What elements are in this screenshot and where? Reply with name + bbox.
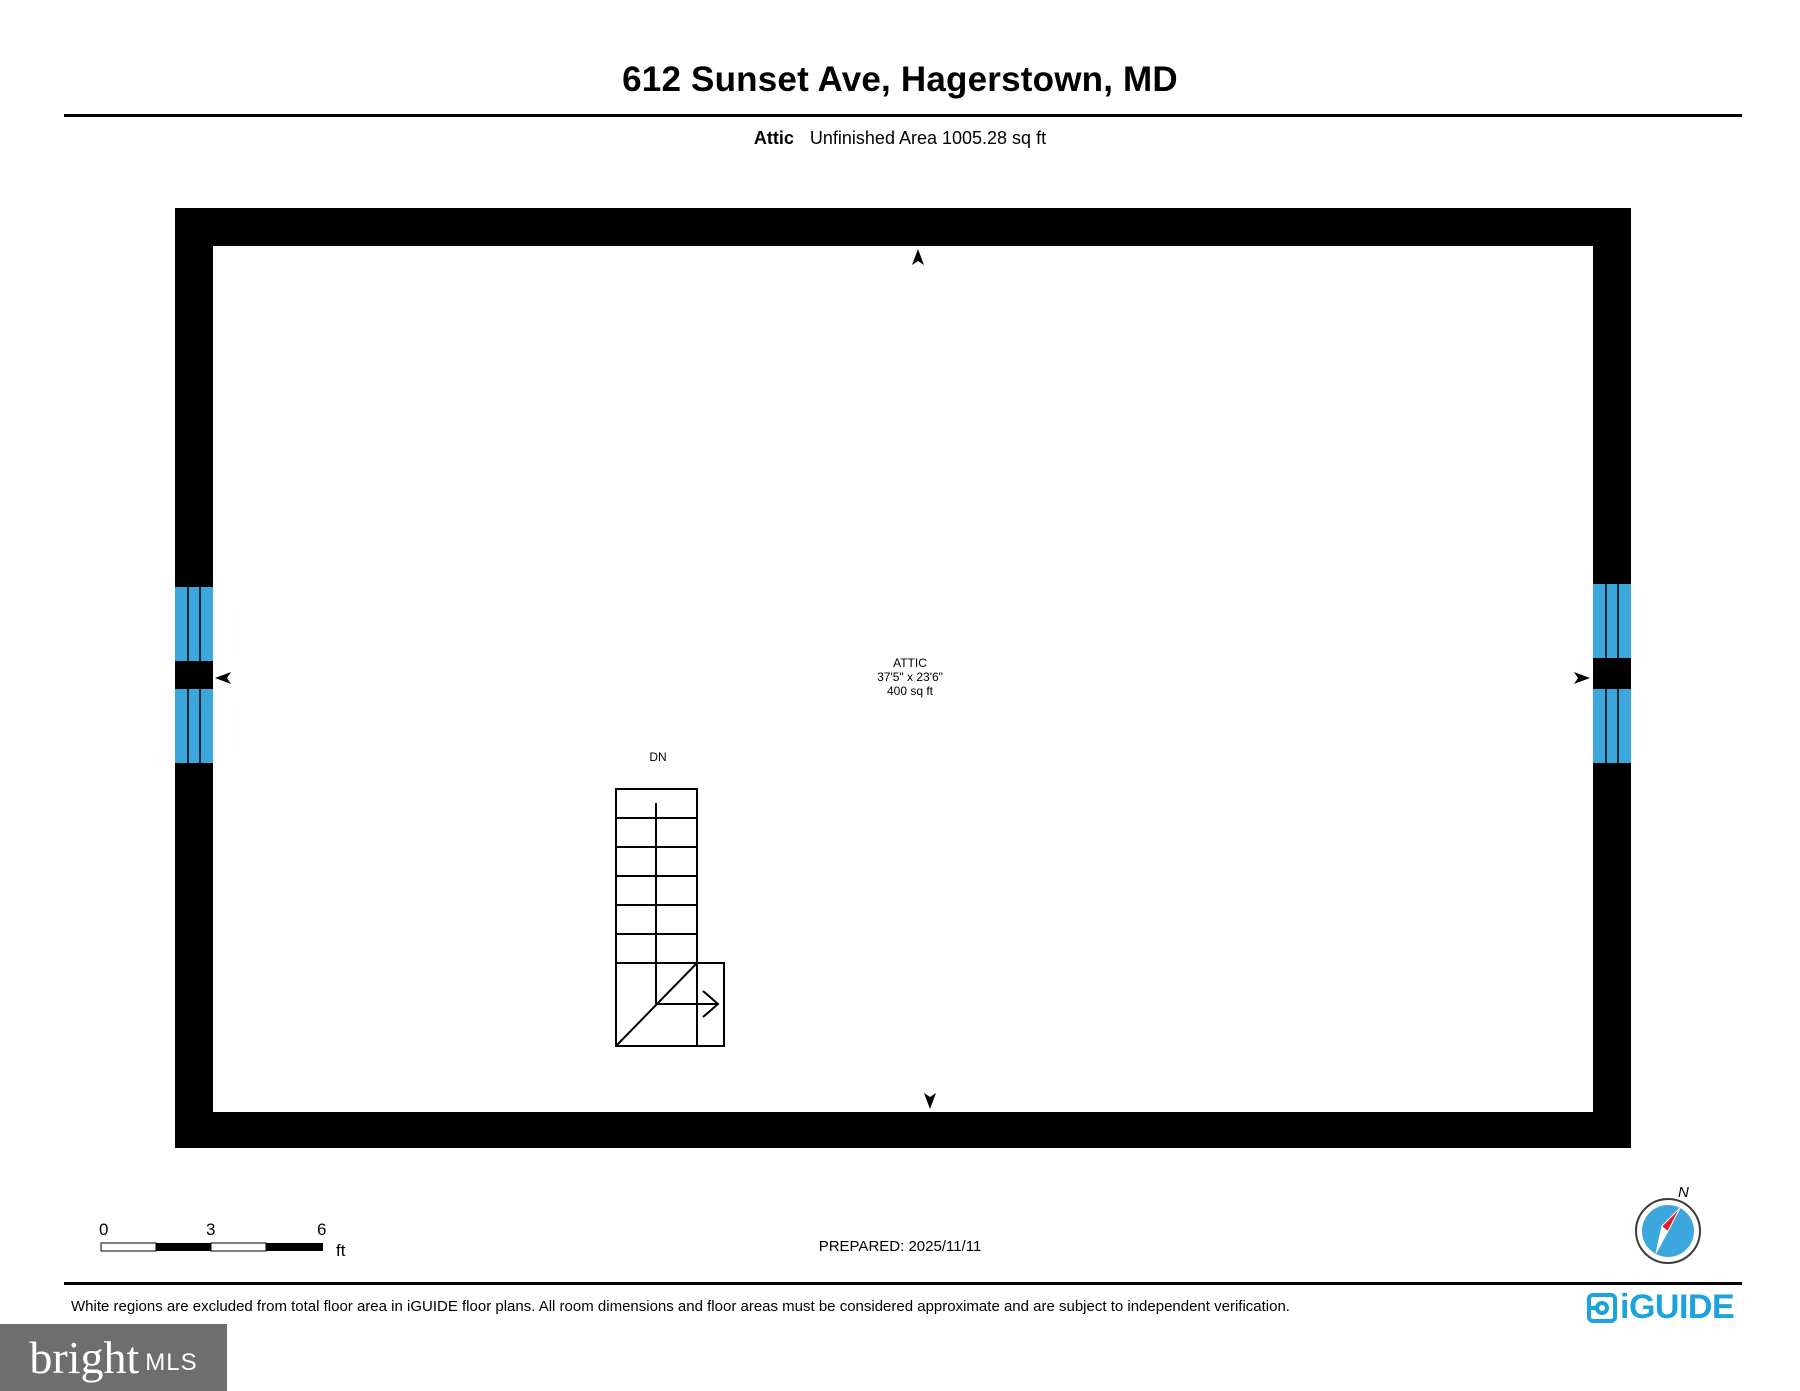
arrow-right-icon: [1574, 672, 1590, 684]
room-dimensions: 37'5" x 23'6": [877, 670, 943, 684]
room-area: 400 sq ft: [886, 684, 934, 698]
scale-tick-0: 0: [99, 1220, 109, 1239]
staircase: [615, 788, 725, 1047]
page-title: 612 Sunset Ave, Hagerstown, MD: [622, 60, 1178, 99]
bright-mls-watermark: bright MLS: [0, 1324, 227, 1391]
watermark-brand: bright: [29, 1331, 140, 1383]
level-name: Attic: [753, 128, 794, 148]
prepared-date: PREPARED: 2025/11/11: [818, 1238, 982, 1255]
scale-tick-6: 6: [317, 1220, 327, 1239]
iguide-logo-icon: [1587, 1293, 1617, 1323]
iguide-logo: iGUIDE: [1620, 1288, 1735, 1326]
room-label: ATTIC 37'5" x 23'6" 400 sq ft: [790, 656, 1030, 698]
scale-unit: ft: [336, 1241, 346, 1260]
arrow-up-icon: [912, 249, 924, 265]
watermark-suffix: MLS: [145, 1348, 198, 1376]
window-left-upper: [175, 587, 213, 661]
stairs-label: DN: [649, 750, 667, 764]
area-summary: Unfinished Area 1005.28 sq ft: [809, 128, 1047, 148]
window-right-upper: [1593, 584, 1631, 658]
arrow-down-icon: [924, 1093, 936, 1109]
compass-label: N: [1678, 1184, 1689, 1201]
compass-icon: [1635, 1198, 1701, 1264]
footer-divider: [64, 1282, 1742, 1285]
iguide-logo-text: iGUIDE: [1620, 1288, 1735, 1326]
scale-bar: [100, 1242, 323, 1252]
scale-tick-3: 3: [206, 1220, 216, 1239]
arrow-left-icon: [215, 672, 231, 684]
level-summary: Attic Unfinished Area 1005.28 sq ft: [0, 128, 1800, 149]
title-divider: [64, 114, 1742, 117]
window-right-lower: [1593, 689, 1631, 763]
room-name: ATTIC: [893, 656, 927, 670]
window-left-lower: [175, 689, 213, 763]
disclaimer-text: White regions are excluded from total fl…: [71, 1298, 1290, 1315]
